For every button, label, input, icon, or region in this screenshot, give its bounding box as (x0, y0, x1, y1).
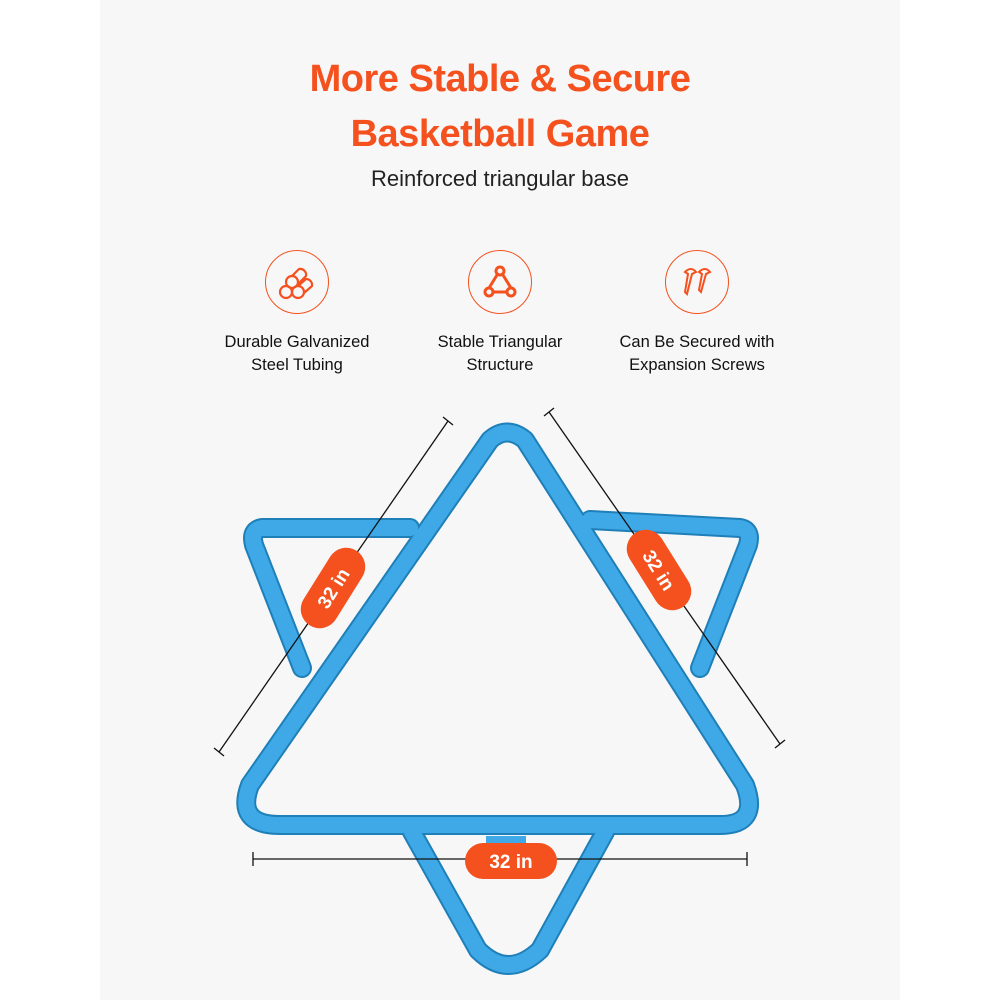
headline: More Stable & Secure Basketball Game (0, 52, 1000, 162)
triangle-structure-icon (468, 250, 532, 314)
frame-outline (236, 422, 759, 975)
feature-label: Steel Tubing (251, 356, 343, 374)
subtitle: Reinforced triangular base (370, 166, 630, 191)
feature-label: Stable Triangular (437, 333, 563, 351)
feature-label: Durable Galvanized (224, 333, 370, 351)
feature-label: Expansion Screws (629, 356, 765, 374)
dimension-label-bottom: 32 in (465, 843, 557, 879)
feature-label: Structure (466, 356, 534, 374)
feature-label: Can Be Secured with (619, 333, 775, 351)
dimension-label-right: 32 in (626, 529, 692, 611)
steel-tubes-icon (265, 250, 329, 314)
headline-line-1: More Stable & Secure (309, 58, 691, 100)
frame-tube (238, 424, 757, 973)
dimension-label-left: 32 in (300, 547, 366, 629)
screws-icon (665, 250, 729, 314)
svg-text:32 in: 32 in (489, 852, 532, 873)
headline-line-2: Basketball Game (350, 113, 650, 155)
